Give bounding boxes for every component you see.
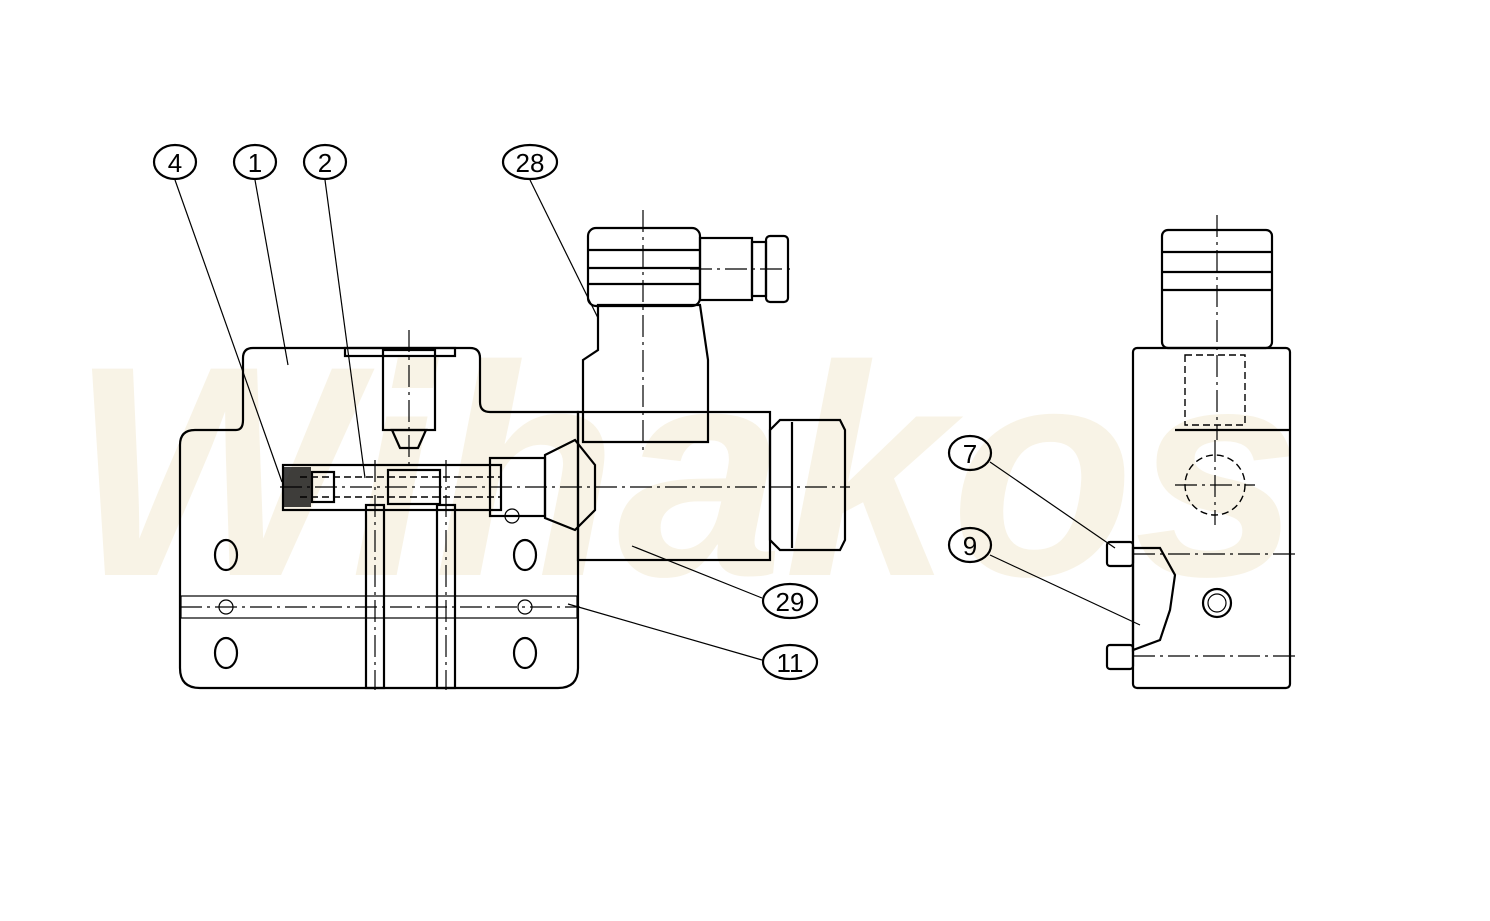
valve-body (178, 346, 580, 690)
balloon-label: 4 (168, 148, 182, 178)
leader-29 (631, 545, 763, 599)
body-side (1131, 346, 1292, 690)
side-port-inner (1207, 593, 1227, 613)
balloon-11: 11 (761, 643, 819, 681)
leader-2 (324, 179, 366, 479)
pin-top (1105, 540, 1135, 568)
connector-lower (581, 303, 710, 444)
watermark: Wihakos (70, 303, 1301, 639)
plug (218, 599, 234, 615)
connector-ribs (588, 248, 700, 286)
balloon-9: 9 (947, 526, 993, 564)
bolt-hole (512, 636, 538, 670)
side-port (1201, 587, 1233, 619)
leader-lines (174, 179, 1141, 661)
balloon-label: 2 (318, 148, 332, 178)
side-view (1105, 215, 1300, 690)
balloon-label: 9 (963, 531, 977, 561)
leader-1 (254, 179, 289, 366)
solenoid-nut (768, 418, 847, 552)
bolt-hole (512, 538, 538, 572)
bolt-holes (213, 538, 538, 670)
balloon-2: 2 (302, 143, 348, 181)
top-port-plate (343, 346, 457, 358)
small-bore (504, 508, 520, 524)
balloon-7: 7 (947, 434, 993, 472)
bolt-hole (213, 538, 239, 572)
balloon-28: 28 (501, 143, 559, 181)
leader-28 (529, 179, 599, 319)
leader-9 (989, 554, 1141, 626)
port-taper (390, 428, 428, 450)
tube-flange (543, 438, 597, 532)
plug (517, 599, 533, 615)
pin-bottom (1105, 643, 1135, 671)
balloon-1: 1 (232, 143, 278, 181)
leader-11 (567, 603, 763, 661)
section-view (178, 210, 850, 690)
balloon-label: 29 (776, 587, 805, 617)
balloon-29: 29 (761, 582, 819, 620)
balloon-label: 28 (516, 148, 545, 178)
bolt-hole (213, 636, 239, 670)
balloon-4: 4 (152, 143, 198, 181)
leader-4 (174, 179, 283, 483)
balloon-label: 11 (777, 648, 804, 678)
leader-7 (989, 461, 1116, 549)
balloon-label: 7 (963, 439, 977, 469)
hidden-port (1184, 354, 1246, 426)
balloon-label: 1 (248, 148, 262, 178)
